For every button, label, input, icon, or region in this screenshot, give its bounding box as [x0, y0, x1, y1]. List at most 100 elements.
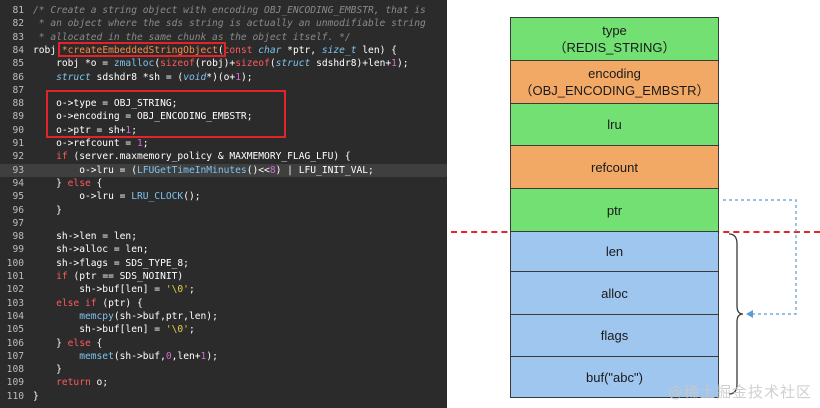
code-token: (ptr) {	[102, 297, 143, 309]
line-number: 102	[6, 284, 24, 296]
code-token: 1	[125, 124, 132, 136]
code-token: sh->buf[len] =	[33, 284, 166, 296]
code-line: 87	[0, 84, 447, 97]
memory-cell: alloc	[510, 271, 719, 315]
code-line: 83 * allocated in the same chunk as the …	[0, 31, 447, 44]
line-number: 94	[12, 177, 24, 189]
code-token: (	[269, 58, 276, 70]
code-token: /* Create a string object with encoding …	[33, 5, 426, 16]
code-text: o->encoding = OBJ_ENCODING_EMBSTR;	[33, 110, 252, 123]
code-token: ;	[131, 124, 137, 136]
code-token: else	[67, 177, 97, 189]
code-token: );	[206, 350, 218, 362]
code-token: {	[96, 177, 103, 189]
code-token: 8	[269, 164, 276, 176]
code-line: 104 memcpy(sh->buf,ptr,len);	[0, 310, 447, 323]
code-token: o->lru = (	[33, 164, 137, 176]
line-number: 85	[12, 58, 24, 70]
code-line: 106 } else {	[0, 337, 447, 350]
pane-divider	[447, 0, 451, 408]
code-line: 84 robj *createEmbeddedStringObject(const…	[0, 44, 447, 57]
line-number: 103	[6, 297, 24, 309]
code-token: ,len+	[171, 350, 201, 362]
line-number: 105	[6, 324, 24, 336]
sds-brace	[728, 233, 744, 395]
line-number: 98	[12, 231, 24, 243]
code-line: 98 sh->len = len;	[0, 230, 447, 243]
code-token: o->refcount =	[33, 138, 137, 149]
code-text: o->type = OBJ_STRING;	[33, 97, 177, 110]
code-token: * an object where the sds string is actu…	[33, 18, 426, 30]
code-text: sh->alloc = len;	[33, 243, 149, 256]
memory-cell-label: encoding	[588, 66, 641, 81]
code-token: sdshdr8 *sh = (	[96, 71, 184, 83]
code-token: if	[33, 271, 74, 282]
line-number: 107	[6, 350, 24, 362]
code-text: return o;	[33, 376, 108, 389]
code-line: 91 o->refcount = 1;	[0, 137, 447, 150]
code-text: robj *createEmbeddedStringObject(const c…	[33, 44, 397, 57]
ptr-arrowhead	[746, 310, 753, 318]
code-line: 93 o->lru = (LFUGetTimeInMinutes()<<8) |…	[0, 163, 447, 177]
code-token: o->ptr = sh+	[33, 124, 126, 136]
line-number: 88	[12, 98, 24, 110]
code-text: o->refcount = 1;	[33, 137, 148, 150]
code-token: 1	[136, 138, 143, 149]
code-token: );	[396, 58, 409, 70]
code-token: ()<<	[246, 164, 270, 176]
code-token: * allocated in the same chunk as the obj…	[33, 31, 351, 43]
code-text: o->lru = (LFUGetTimeInMinutes()<<8) | LF…	[33, 164, 374, 177]
code-text: sh->len = len;	[33, 230, 137, 243]
line-number: 100	[6, 257, 24, 269]
memory-cell-label: alloc	[601, 285, 628, 301]
code-token: }	[33, 204, 62, 216]
code-token: const	[223, 44, 259, 56]
code-token: (server.maxmemory_policy & MAXMEMORY_FLA…	[73, 151, 351, 163]
code-token: (	[154, 58, 161, 70]
line-number: 84	[12, 44, 24, 56]
code-token: sh->len = len;	[33, 231, 137, 243]
code-token: sh->alloc = len;	[33, 244, 149, 256]
code-token: }	[33, 177, 68, 189]
code-text: }	[33, 390, 39, 403]
line-number: 82	[12, 18, 24, 30]
code-text: * allocated in the same chunk as the obj…	[33, 31, 351, 44]
memory-cell-label: type	[602, 23, 627, 38]
code-text: memcpy(sh->buf,ptr,len);	[33, 310, 218, 323]
line-number: 108	[6, 364, 24, 376]
line-number: 90	[12, 124, 24, 136]
code-line: 92 if (server.maxmemory_policy & MAXMEMO…	[0, 150, 447, 163]
code-token: '\0'	[165, 324, 189, 336]
memory-cell-sublabel: （REDIS_STRING）	[553, 40, 676, 55]
code-token: void	[183, 71, 207, 83]
code-text: if (server.maxmemory_policy & MAXMEMORY_…	[33, 150, 351, 163]
line-number: 89	[12, 111, 24, 123]
line-number: 91	[12, 138, 24, 149]
code-token: size_t	[321, 44, 363, 56]
code-token: '\0'	[165, 284, 189, 296]
line-number: 106	[6, 337, 24, 349]
code-line: 101 if (ptr == SDS_NOINIT)	[0, 270, 447, 283]
code-text: if (ptr == SDS_NOINIT)	[33, 270, 183, 283]
code-token: robj	[33, 44, 62, 56]
code-token: ;	[188, 324, 195, 336]
code-token: memset	[33, 350, 114, 362]
line-number: 97	[12, 217, 24, 229]
code-line: 100 sh->flags = SDS_TYPE_8;	[0, 257, 447, 270]
ptr-arrow	[723, 199, 797, 315]
code-text: o->ptr = sh+1;	[33, 124, 137, 137]
code-text: struct sdshdr8 *sh = (void*)(o+1);	[33, 71, 252, 84]
code-text: sh->flags = SDS_TYPE_8;	[33, 257, 189, 270]
code-token: *)(o+	[206, 71, 236, 83]
line-number: 95	[12, 191, 24, 203]
code-text: } else {	[33, 177, 102, 190]
line-number: 81	[12, 5, 24, 16]
line-number: 109	[6, 377, 24, 389]
code-text: o->lru = LRU_CLOCK();	[33, 190, 200, 203]
memory-cell: flags	[510, 314, 719, 357]
code-line: 110}	[0, 390, 447, 403]
code-token: sdshdr8)+len+	[316, 58, 392, 70]
code-line: 97	[0, 217, 447, 230]
memory-cell-label: len	[605, 244, 624, 259]
line-number: 96	[12, 204, 24, 216]
